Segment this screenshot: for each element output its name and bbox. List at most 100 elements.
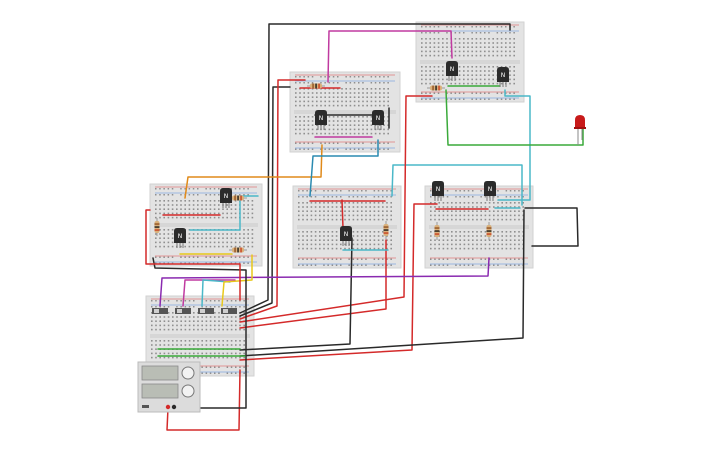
breadboard-hole[interactable]	[488, 78, 490, 81]
rail-hole[interactable]	[387, 76, 389, 78]
breadboard-hole[interactable]	[251, 212, 254, 215]
rail-hole[interactable]	[383, 148, 385, 151]
breadboard-hole[interactable]	[358, 92, 360, 94]
breadboard-hole[interactable]	[421, 70, 423, 72]
rail-hole[interactable]	[459, 190, 461, 192]
breadboard-hole[interactable]	[205, 324, 208, 327]
breadboard-hole[interactable]	[311, 100, 314, 103]
breadboard-hole[interactable]	[167, 204, 170, 206]
rail-hole[interactable]	[352, 190, 355, 192]
breadboard-hole[interactable]	[366, 96, 368, 98]
breadboard-hole[interactable]	[476, 243, 478, 246]
breadboard-hole[interactable]	[454, 82, 457, 85]
rail-hole[interactable]	[218, 194, 220, 196]
rail-hole[interactable]	[230, 256, 233, 259]
rail-hole[interactable]	[320, 82, 322, 84]
breadboard-hole[interactable]	[429, 66, 431, 68]
breadboard-hole[interactable]	[488, 38, 490, 40]
breadboard-hole[interactable]	[243, 241, 245, 244]
breadboard-hole[interactable]	[159, 324, 161, 327]
rail-hole[interactable]	[514, 196, 516, 198]
breadboard-hole[interactable]	[353, 120, 356, 122]
breadboard-hole[interactable]	[370, 100, 373, 103]
breadboard-hole[interactable]	[480, 210, 482, 212]
breadboard-hole[interactable]	[243, 200, 245, 202]
breadboard-hole[interactable]	[455, 210, 457, 212]
breadboard-hole[interactable]	[484, 218, 487, 221]
breadboard-hole[interactable]	[451, 214, 453, 217]
breadboard-hole[interactable]	[475, 38, 478, 40]
npn-transistor-icon[interactable]: N	[497, 67, 509, 87]
breadboard-hole[interactable]	[151, 312, 153, 314]
breadboard-hole[interactable]	[335, 247, 338, 250]
breadboard-hole[interactable]	[518, 239, 520, 241]
rail-hole[interactable]	[353, 76, 356, 78]
breadboard-hole[interactable]	[352, 231, 355, 233]
breadboard-hole[interactable]	[201, 344, 203, 346]
breadboard-hole[interactable]	[373, 247, 376, 250]
breadboard-hole[interactable]	[234, 245, 237, 248]
rail-hole[interactable]	[295, 148, 297, 151]
breadboard-hole[interactable]	[493, 231, 495, 233]
breadboard-hole[interactable]	[484, 82, 486, 85]
breadboard-hole[interactable]	[501, 210, 503, 212]
breadboard-hole[interactable]	[480, 218, 482, 221]
rail-hole[interactable]	[213, 256, 216, 259]
rail-hole[interactable]	[500, 32, 503, 34]
breadboard-hole[interactable]	[370, 132, 373, 135]
breadboard-hole[interactable]	[180, 245, 182, 248]
breadboard-hole[interactable]	[234, 208, 237, 210]
breadboard-hole[interactable]	[332, 128, 335, 131]
breadboard-hole[interactable]	[209, 340, 212, 342]
breadboard-hole[interactable]	[222, 320, 224, 322]
rail-hole[interactable]	[340, 264, 342, 267]
breadboard-hole[interactable]	[369, 202, 371, 204]
breadboard-hole[interactable]	[373, 235, 376, 237]
breadboard-hole[interactable]	[243, 328, 245, 331]
breadboard-hole[interactable]	[201, 208, 203, 210]
rail-hole[interactable]	[373, 196, 376, 198]
breadboard-hole[interactable]	[230, 216, 233, 219]
breadboard-hole[interactable]	[442, 231, 445, 233]
breadboard-hole[interactable]	[163, 352, 166, 355]
breadboard-hole[interactable]	[496, 54, 499, 57]
switch-slider[interactable]	[154, 309, 159, 313]
breadboard-hole[interactable]	[201, 328, 203, 331]
breadboard-hole[interactable]	[209, 316, 212, 318]
breadboard-hole[interactable]	[434, 239, 436, 241]
breadboard-hole[interactable]	[463, 70, 465, 72]
breadboard-hole[interactable]	[345, 88, 347, 90]
breadboard-hole[interactable]	[159, 356, 161, 359]
breadboard-hole[interactable]	[303, 128, 305, 131]
breadboard-hole[interactable]	[479, 70, 482, 72]
breadboard-hole[interactable]	[209, 200, 212, 202]
breadboard-hole[interactable]	[298, 210, 300, 212]
breadboard-hole[interactable]	[167, 233, 170, 235]
breadboard-hole[interactable]	[299, 88, 301, 90]
breadboard-hole[interactable]	[442, 218, 445, 221]
breadboard-hole[interactable]	[390, 202, 392, 204]
breadboard-hole[interactable]	[324, 92, 326, 94]
rail-hole[interactable]	[213, 194, 216, 196]
breadboard-hole[interactable]	[382, 231, 384, 233]
rail-hole[interactable]	[480, 196, 482, 198]
breadboard-hole[interactable]	[463, 46, 465, 48]
jumper-wire[interactable]	[391, 164, 523, 206]
breadboard-hole[interactable]	[197, 328, 199, 331]
breadboard-hole[interactable]	[332, 104, 335, 107]
breadboard-hole[interactable]	[151, 356, 153, 359]
breadboard-hole[interactable]	[509, 50, 511, 53]
rail-hole[interactable]	[353, 142, 356, 145]
breadboard-hole[interactable]	[180, 344, 182, 346]
rail-hole[interactable]	[434, 264, 436, 267]
breadboard-hole[interactable]	[437, 78, 440, 81]
breadboard-hole[interactable]	[500, 66, 503, 68]
breadboard-hole[interactable]	[310, 231, 313, 233]
breadboard-hole[interactable]	[442, 70, 444, 72]
breadboard-hole[interactable]	[331, 243, 334, 246]
breadboard-hole[interactable]	[497, 235, 499, 237]
breadboard-hole[interactable]	[167, 356, 170, 359]
rail-hole[interactable]	[188, 300, 191, 302]
breadboard-hole[interactable]	[197, 352, 199, 355]
breadboard-hole[interactable]	[184, 344, 187, 346]
